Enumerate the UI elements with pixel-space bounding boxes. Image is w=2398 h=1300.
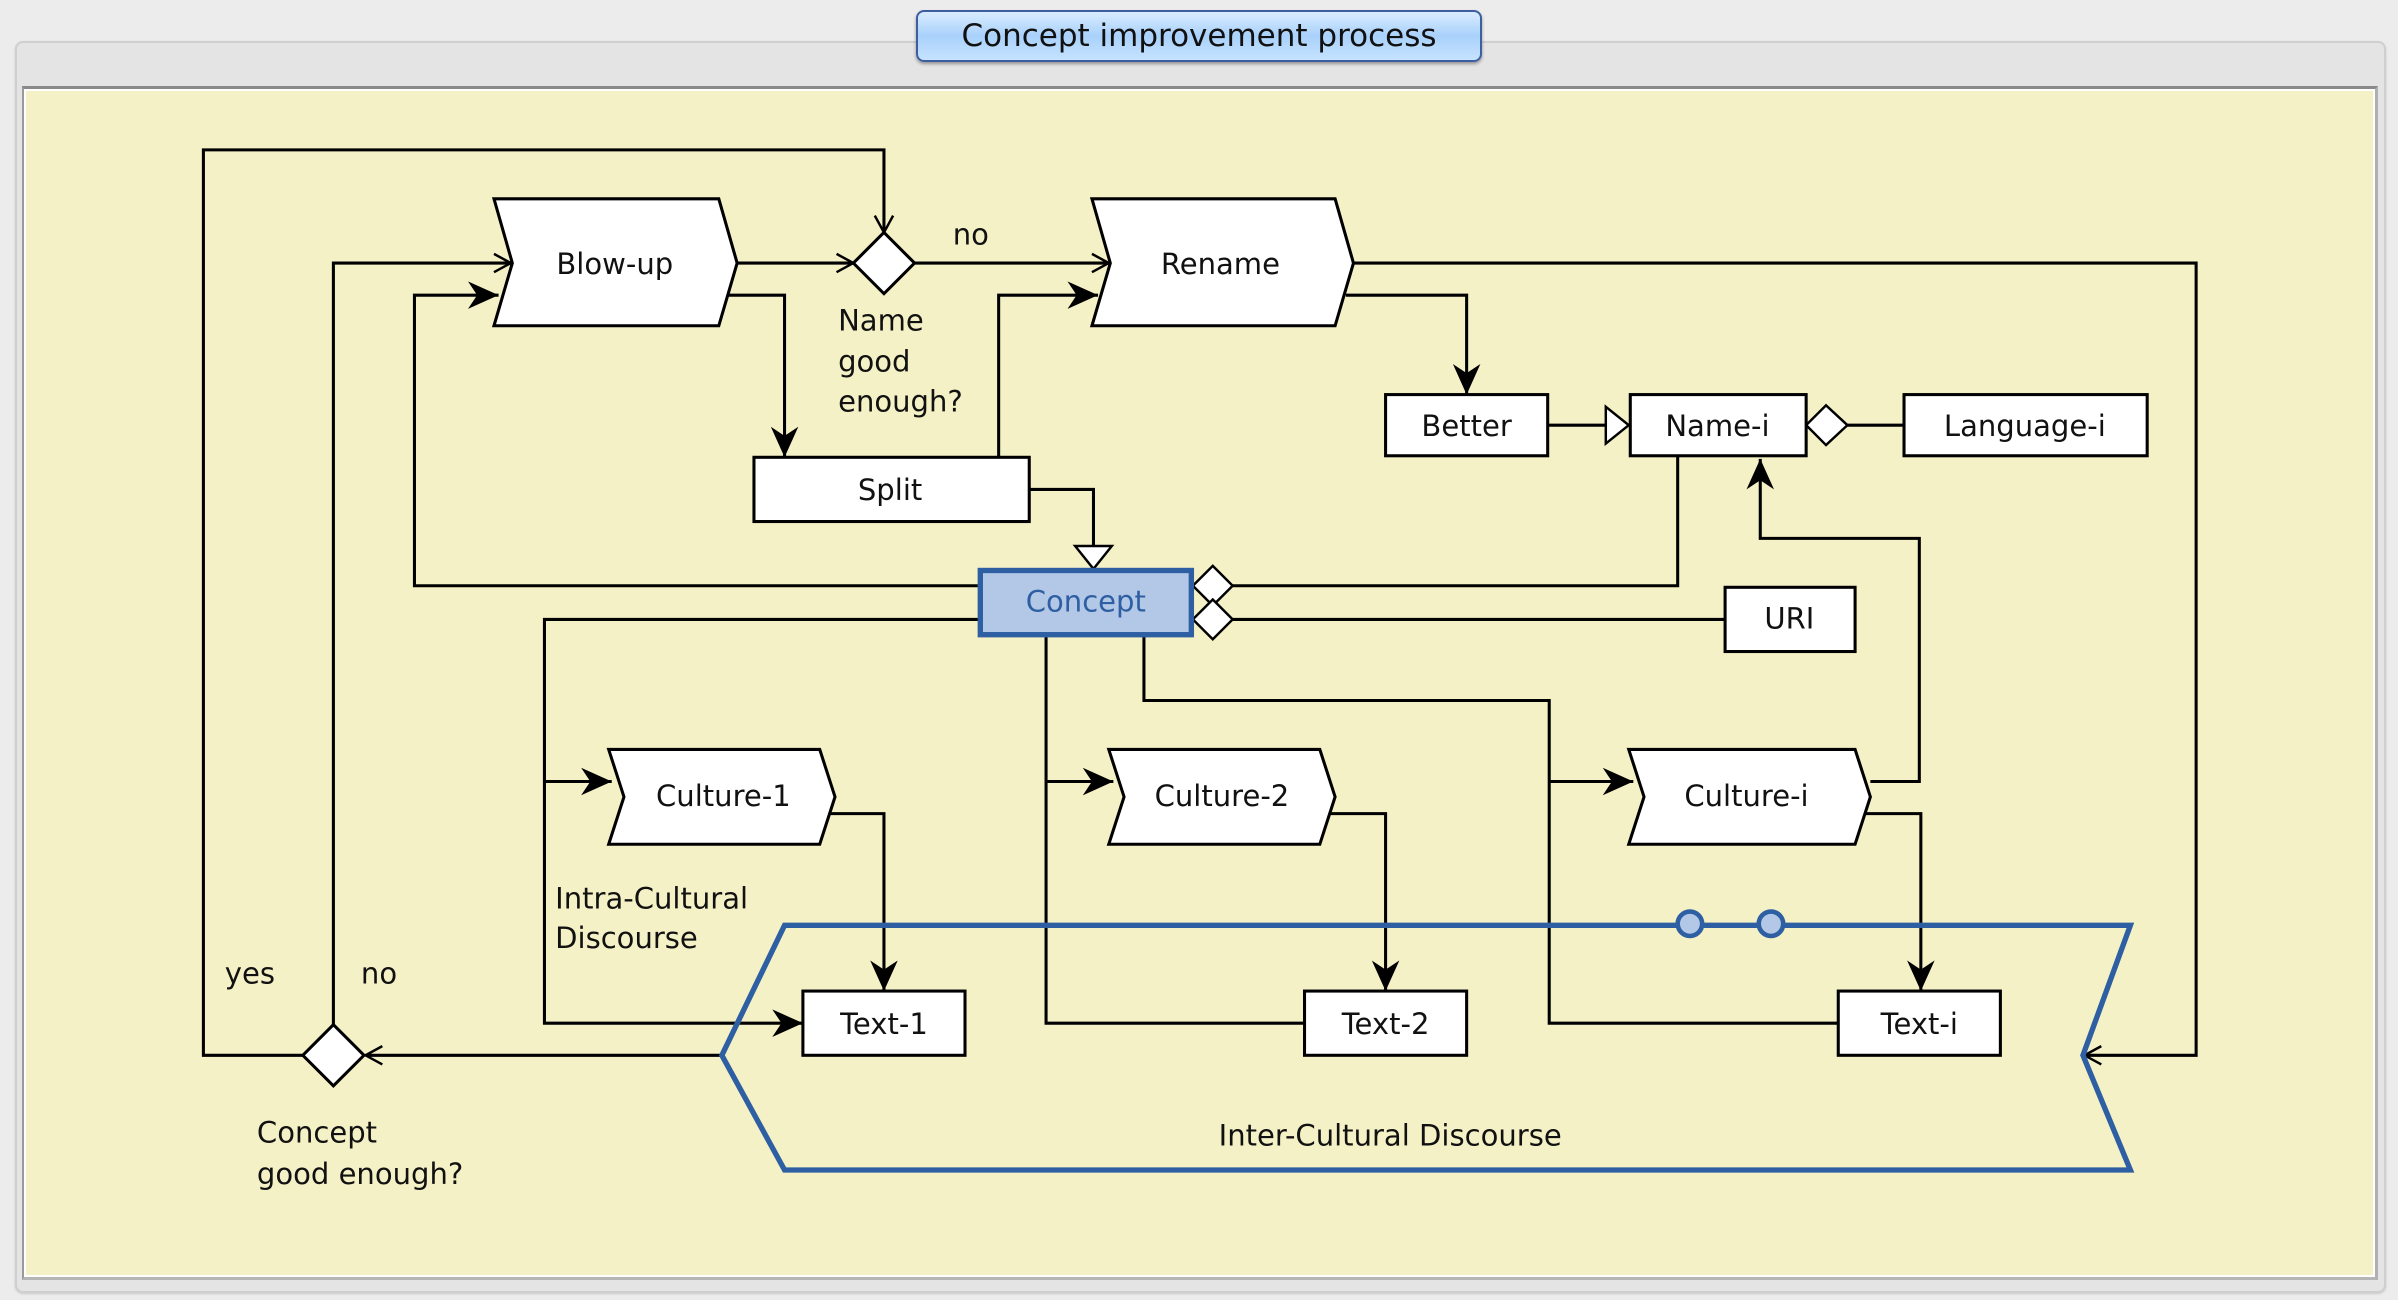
inter-cultural-label: Inter-Cultural Discourse [1219,1119,1562,1153]
class-label: Language-i [1944,409,2106,443]
activity-culture-i[interactable]: Culture-i [1626,747,1872,846]
activity-culture-1[interactable]: Culture-1 [606,747,837,846]
decision-name-good-enough[interactable] [851,230,917,296]
class-label: Text-2 [1341,1007,1430,1041]
class-label: Split [858,473,922,507]
class-text-1[interactable]: Text-1 [801,989,967,1057]
decision-concept-good-enough[interactable] [300,1022,367,1089]
class-label: Text-i [1880,1007,1958,1041]
activity-blow-up[interactable]: Blow-up [491,197,739,328]
activity-label: Culture-1 [656,779,791,813]
class-better[interactable]: Better [1384,393,1550,458]
class-label: Better [1421,409,1511,443]
region-handle[interactable] [1675,909,1705,939]
class-language-i[interactable]: Language-i [1902,393,2149,458]
class-label: Text-1 [839,1007,928,1041]
class-label: Name-i [1665,409,1769,443]
region-handle[interactable] [1756,909,1786,939]
class-label: URI [1764,602,1814,636]
activity-label: Culture-i [1684,779,1808,813]
class-uri[interactable]: URI [1723,585,1857,654]
activity-label: Culture-2 [1155,779,1290,813]
class-concept-selected[interactable]: Concept [977,567,1195,638]
class-text-i[interactable]: Text-i [1836,989,2002,1057]
inter-cultural-region[interactable]: Inter-Cultural Discourse [718,909,2135,1173]
class-name-i[interactable]: Name-i [1628,393,1808,458]
class-split[interactable]: Split [752,455,1031,524]
activity-culture-2[interactable]: Culture-2 [1106,747,1337,846]
activity-rename[interactable]: Rename [1089,197,1356,328]
class-label: Concept [1026,585,1146,619]
diagram-title-button[interactable]: Concept improvement process [916,10,1482,62]
activity-label: Blow-up [556,247,673,281]
activity-label: Rename [1161,247,1280,281]
class-text-2[interactable]: Text-2 [1302,989,1469,1057]
inter-cultural-region-outline[interactable] [718,922,2135,1173]
